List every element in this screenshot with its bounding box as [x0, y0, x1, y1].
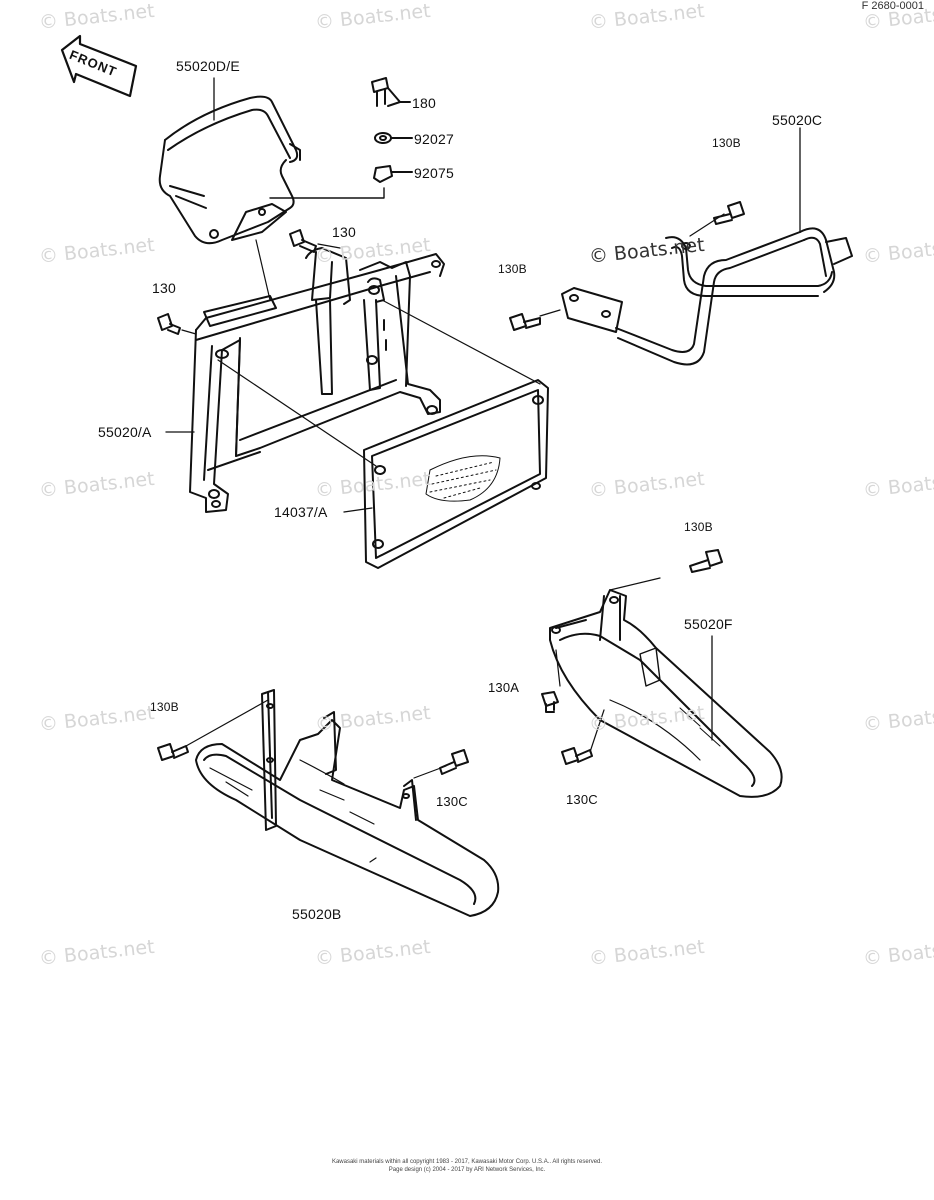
label-130c-right[interactable]: 130C: [566, 792, 598, 807]
footer-page-design: Page design (c) 2004 - 2017 by ARI Netwo…: [388, 1167, 546, 1173]
bolt-130a-icon: [541, 691, 559, 713]
label-130a[interactable]: 130A: [488, 680, 520, 695]
frame-55020a: [189, 247, 445, 513]
bolt-130-left-icon: [157, 313, 181, 335]
front-arrow-icon: [60, 34, 138, 98]
guard-55020f: [549, 589, 783, 798]
bolt-130c-left-icon: [439, 749, 469, 775]
bolt-180-icon: [371, 77, 411, 107]
label-leaders: [165, 77, 801, 741]
label-130-left[interactable]: 130: [152, 280, 176, 296]
label-55020f[interactable]: 55020F: [684, 616, 733, 632]
bolt-130b-upper-icon: [713, 201, 745, 225]
label-130b-left[interactable]: 130B: [150, 700, 179, 714]
label-130c-left[interactable]: 130C: [436, 794, 468, 809]
label-55020a[interactable]: 55020/A: [98, 424, 152, 440]
label-130b-upper[interactable]: 130B: [712, 136, 741, 150]
footer-copyright: Kawasaki materials within all copyright …: [331, 1159, 603, 1165]
plate-14037a: [363, 379, 549, 569]
label-92075[interactable]: 92075: [414, 165, 454, 181]
bar-55020c: [561, 227, 853, 366]
diagram-code: F 2680-0001: [861, 0, 924, 12]
bolt-130-top-icon: [289, 229, 317, 253]
label-14037a[interactable]: 14037/A: [274, 504, 328, 520]
label-55020de[interactable]: 55020D/E: [176, 58, 240, 74]
label-92027[interactable]: 92027: [414, 131, 454, 147]
washer-92027-icon: [374, 132, 413, 144]
label-130b-mid[interactable]: 130B: [498, 262, 527, 276]
label-55020b[interactable]: 55020B: [292, 906, 342, 922]
leader-line: [269, 187, 385, 199]
label-180[interactable]: 180: [412, 95, 436, 111]
bolt-130b-lower-icon: [689, 549, 723, 573]
label-130-top[interactable]: 130: [332, 224, 356, 240]
bolt-130b-mid-icon: [509, 313, 541, 331]
label-130b-lower[interactable]: 130B: [684, 520, 713, 534]
bolt-130c-right-icon: [561, 747, 593, 765]
bolt-130b-left-icon: [157, 743, 189, 761]
guard-55020b: [195, 689, 500, 917]
label-55020c[interactable]: 55020C: [772, 112, 823, 128]
nut-92075-icon: [373, 165, 413, 183]
guard-55020de: [158, 95, 301, 245]
